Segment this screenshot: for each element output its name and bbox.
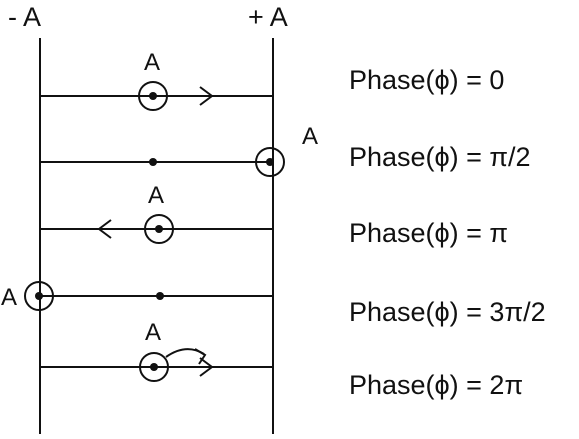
equilibrium-dot [149,92,157,100]
right-arrow-icon [199,86,214,106]
phase-row-2pi: A Phase(ϕ) = 2π [40,319,523,400]
equilibrium-dot [150,363,158,371]
phase-row-pi: A Phase(ϕ) = π [40,182,508,248]
left-arrow-icon [97,219,112,239]
equilibrium-dot [149,158,157,166]
particle-label: A [148,182,164,209]
particle-circle [255,147,285,177]
particle-circle [144,214,174,244]
right-axis-label: + A [248,2,288,32]
particle-label: A [1,284,17,311]
left-axis-label: - A [8,2,41,32]
equilibrium-dot [155,225,163,233]
particle-label: A [145,319,161,346]
phase-row-3pi-over-2: A Phase(ϕ) = 3π/2 [1,281,546,327]
curved-arrow-head-icon [194,348,207,365]
phase-label: Phase(ϕ) = 3π/2 [349,297,546,327]
particle-circle [24,281,54,311]
particle-label: A [144,49,160,76]
phase-label: Phase(ϕ) = π [349,218,508,248]
phase-row-0: A Phase(ϕ) = 0 [40,49,504,111]
particle-circle [139,352,169,382]
phase-row-pi-over-2: A Phase(ϕ) = π/2 [40,123,531,177]
phase-label: Phase(ϕ) = 2π [349,370,523,400]
phase-label: Phase(ϕ) = π/2 [349,142,531,172]
particle-circle [138,81,168,111]
equilibrium-dot [156,292,164,300]
particle-dot [266,158,274,166]
phase-label: Phase(ϕ) = 0 [349,65,504,95]
particle-label: A [302,123,318,150]
right-arrow-icon [199,357,214,377]
particle-dot [35,292,43,300]
